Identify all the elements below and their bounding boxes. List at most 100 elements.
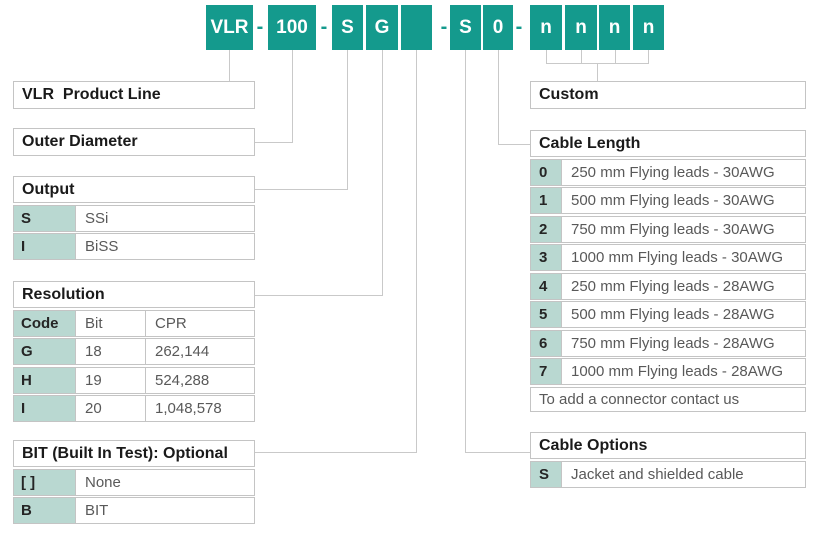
segment-separator: - bbox=[515, 16, 523, 38]
table-row: 3 1000 mm Flying leads - 30AWG bbox=[530, 244, 806, 271]
connector-line bbox=[255, 295, 383, 296]
code-cell: [ ] bbox=[14, 469, 76, 495]
bit-cell: 18 bbox=[76, 339, 146, 364]
code-cell: B bbox=[14, 498, 76, 523]
table-row: 5 500 mm Flying leads - 28AWG bbox=[530, 301, 806, 328]
table-row: 0 250 mm Flying leads - 30AWG bbox=[530, 158, 806, 186]
code-segment-cable-options: S bbox=[450, 5, 481, 50]
code-segment-resolution: G bbox=[366, 5, 398, 50]
segment-separator: - bbox=[320, 16, 328, 38]
connector-line bbox=[465, 50, 466, 453]
resolution-title: Resolution bbox=[13, 281, 255, 308]
code-cell: 6 bbox=[531, 330, 562, 356]
table-row: 7 1000 mm Flying leads - 28AWG bbox=[530, 358, 806, 385]
table-row: I BiSS bbox=[13, 233, 255, 260]
bit-cell: 19 bbox=[76, 367, 146, 393]
desc-cell: 750 mm Flying leads - 28AWG bbox=[571, 334, 775, 352]
code-segment-custom-4: n bbox=[633, 5, 664, 50]
connector-line bbox=[382, 50, 383, 296]
code-column-header: Code bbox=[14, 310, 76, 336]
connector-note: To add a connector contact us bbox=[530, 386, 806, 412]
code-cell: 2 bbox=[531, 216, 562, 242]
cable-length-title: Cable Length bbox=[530, 130, 806, 157]
bit-test-title: BIT (Built In Test): Optional bbox=[13, 440, 255, 467]
code-cell: 5 bbox=[531, 302, 562, 327]
code-cell: 7 bbox=[531, 359, 562, 384]
custom-title: Custom bbox=[530, 81, 806, 109]
desc-cell: SSi bbox=[85, 209, 109, 227]
custom-section: Custom bbox=[530, 81, 806, 111]
connector-line bbox=[255, 142, 293, 143]
connector-line bbox=[416, 50, 417, 453]
desc-cell: BiSS bbox=[85, 238, 119, 255]
connector-line bbox=[255, 452, 417, 453]
code-segment-product: VLR bbox=[206, 5, 253, 50]
desc-cell: 500 mm Flying leads - 30AWG bbox=[571, 192, 775, 209]
product-line-section: VLR Product Line bbox=[13, 81, 255, 111]
connector-line bbox=[255, 189, 348, 190]
desc-cell: 250 mm Flying leads - 28AWG bbox=[571, 277, 775, 295]
output-title: Output bbox=[13, 176, 255, 203]
code-cell: I bbox=[14, 396, 76, 421]
cpr-cell: 262,144 bbox=[155, 343, 210, 360]
code-cell: G bbox=[14, 339, 76, 364]
desc-cell: 1000 mm Flying leads - 30AWG bbox=[571, 249, 784, 266]
cable-length-section: Cable Length 0 250 mm Flying leads - 30A… bbox=[530, 130, 806, 413]
code-segment-custom-3: n bbox=[599, 5, 630, 50]
segment-separator: - bbox=[440, 16, 448, 38]
code-segment-custom-2: n bbox=[565, 5, 597, 50]
resolution-section: Resolution Code Bit CPR G 18 262,144 H 1… bbox=[13, 281, 255, 424]
code-segment-outer-diameter: 100 bbox=[268, 5, 316, 50]
desc-cell: None bbox=[85, 473, 121, 491]
code-cell: H bbox=[14, 367, 76, 393]
table-row: G 18 262,144 bbox=[13, 338, 255, 365]
connector-line bbox=[597, 63, 598, 82]
connector-line bbox=[347, 50, 348, 190]
table-row: S Jacket and shielded cable bbox=[530, 460, 806, 488]
table-row: H 19 524,288 bbox=[13, 366, 255, 394]
bit-column-header: Bit bbox=[76, 310, 146, 336]
table-row: [ ] None bbox=[13, 468, 255, 496]
connector-line bbox=[292, 50, 293, 143]
product-line-title: VLR Product Line bbox=[13, 81, 255, 109]
code-segment-output: S bbox=[332, 5, 363, 50]
outer-diameter-section: Outer Diameter bbox=[13, 128, 255, 158]
table-row: S SSi bbox=[13, 204, 255, 232]
bit-test-section: BIT (Built In Test): Optional [ ] None B… bbox=[13, 440, 255, 526]
desc-cell: Jacket and shielded cable bbox=[571, 465, 744, 483]
bit-cell: 20 bbox=[76, 396, 146, 421]
code-cell: I bbox=[14, 234, 76, 259]
code-cell: 1 bbox=[531, 188, 562, 213]
code-cell: 3 bbox=[531, 245, 562, 270]
table-row: I 20 1,048,578 bbox=[13, 395, 255, 422]
cable-options-section: Cable Options S Jacket and shielded cabl… bbox=[530, 432, 806, 489]
code-cell: S bbox=[531, 461, 562, 487]
connector-line bbox=[229, 50, 230, 81]
desc-cell: 1000 mm Flying leads - 28AWG bbox=[571, 363, 784, 380]
outer-diameter-title: Outer Diameter bbox=[13, 128, 255, 156]
code-cell: S bbox=[14, 205, 76, 231]
table-row: 4 250 mm Flying leads - 28AWG bbox=[530, 272, 806, 300]
desc-cell: 250 mm Flying leads - 30AWG bbox=[571, 163, 775, 181]
table-row: 2 750 mm Flying leads - 30AWG bbox=[530, 215, 806, 243]
connector-line bbox=[546, 50, 547, 63]
cable-options-title: Cable Options bbox=[530, 432, 806, 459]
cpr-cell: 524,288 bbox=[155, 371, 210, 389]
cpr-column-header: CPR bbox=[155, 314, 187, 332]
output-section: Output S SSi I BiSS bbox=[13, 176, 255, 262]
desc-cell: 750 mm Flying leads - 30AWG bbox=[571, 220, 775, 238]
code-segment-cable-length: 0 bbox=[483, 5, 513, 50]
connector-line bbox=[648, 50, 649, 63]
connector-line bbox=[465, 452, 530, 453]
code-cell: 4 bbox=[531, 273, 562, 299]
table-row: B BIT bbox=[13, 497, 255, 524]
table-row: 6 750 mm Flying leads - 28AWG bbox=[530, 329, 806, 357]
code-segment-custom-1: n bbox=[530, 5, 562, 50]
connector-line bbox=[615, 50, 616, 63]
table-header-row: Code Bit CPR bbox=[13, 309, 255, 337]
connector-line bbox=[498, 144, 530, 145]
table-row: 1 500 mm Flying leads - 30AWG bbox=[530, 187, 806, 214]
connector-line bbox=[498, 50, 499, 145]
connector-line bbox=[581, 50, 582, 63]
